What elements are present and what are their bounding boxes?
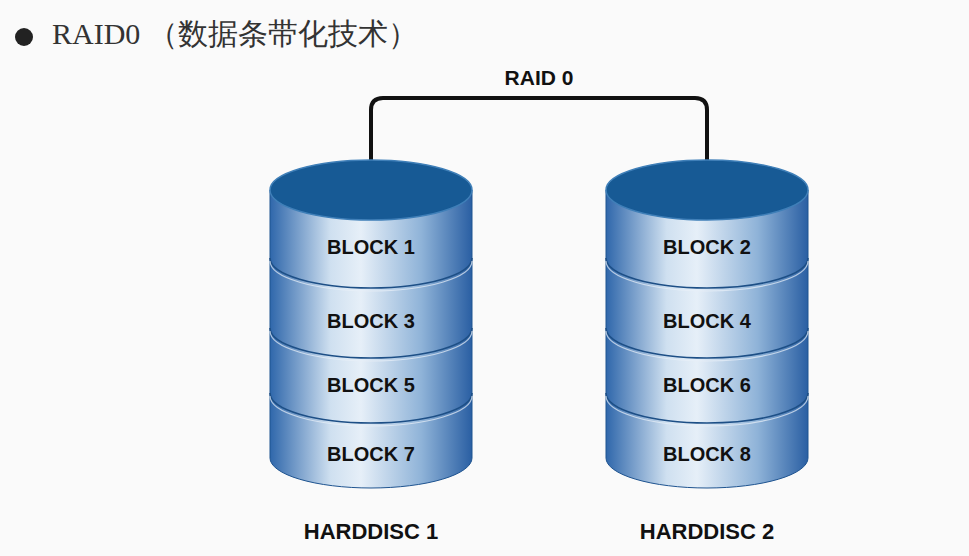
- data-block: BLOCK 2: [617, 232, 797, 263]
- data-block: BLOCK 8: [617, 439, 797, 470]
- hard-disk: HARDDISC 2BLOCK 2BLOCK 4BLOCK 6BLOCK 8: [606, 158, 808, 490]
- raid-wire: [371, 98, 707, 162]
- cylinder-body: [606, 190, 808, 488]
- cylinder-top: [270, 160, 472, 220]
- segment-divider: [270, 258, 472, 288]
- cylinder-top: [606, 160, 808, 220]
- block-label: BLOCK 8: [617, 443, 797, 466]
- data-block: BLOCK 5: [281, 370, 461, 401]
- block-label: BLOCK 2: [617, 236, 797, 259]
- disk-label: HARDDISC 1: [304, 519, 438, 545]
- page-title: RAID0 （数据条带化技术）: [52, 14, 418, 55]
- block-label: BLOCK 1: [281, 236, 461, 259]
- segment-divider: [606, 258, 808, 288]
- segment-divider: [270, 393, 472, 423]
- block-label: BLOCK 6: [617, 374, 797, 397]
- data-block: BLOCK 3: [281, 306, 461, 337]
- disk-label: HARDDISC 2: [640, 519, 774, 545]
- block-label: BLOCK 7: [281, 443, 461, 466]
- segment-highlight: [270, 396, 472, 426]
- hard-disk: HARDDISC 1BLOCK 1BLOCK 3BLOCK 5BLOCK 7: [270, 158, 472, 490]
- segment-divider: [270, 328, 472, 358]
- data-block: BLOCK 7: [281, 439, 461, 470]
- wire-label: RAID 0: [501, 66, 578, 90]
- cylinder-body: [270, 190, 472, 488]
- segment-divider: [606, 328, 808, 358]
- segment-highlight: [606, 396, 808, 426]
- bullet-dot: [15, 28, 33, 46]
- segment-highlight: [606, 261, 808, 291]
- block-label: BLOCK 4: [617, 310, 797, 333]
- data-block: BLOCK 1: [281, 232, 461, 263]
- data-block: BLOCK 4: [617, 306, 797, 337]
- block-label: BLOCK 3: [281, 310, 461, 333]
- segment-highlight: [606, 331, 808, 361]
- block-label: BLOCK 5: [281, 374, 461, 397]
- segment-divider: [606, 393, 808, 423]
- segment-highlight: [270, 331, 472, 361]
- segment-highlight: [270, 261, 472, 291]
- data-block: BLOCK 6: [617, 370, 797, 401]
